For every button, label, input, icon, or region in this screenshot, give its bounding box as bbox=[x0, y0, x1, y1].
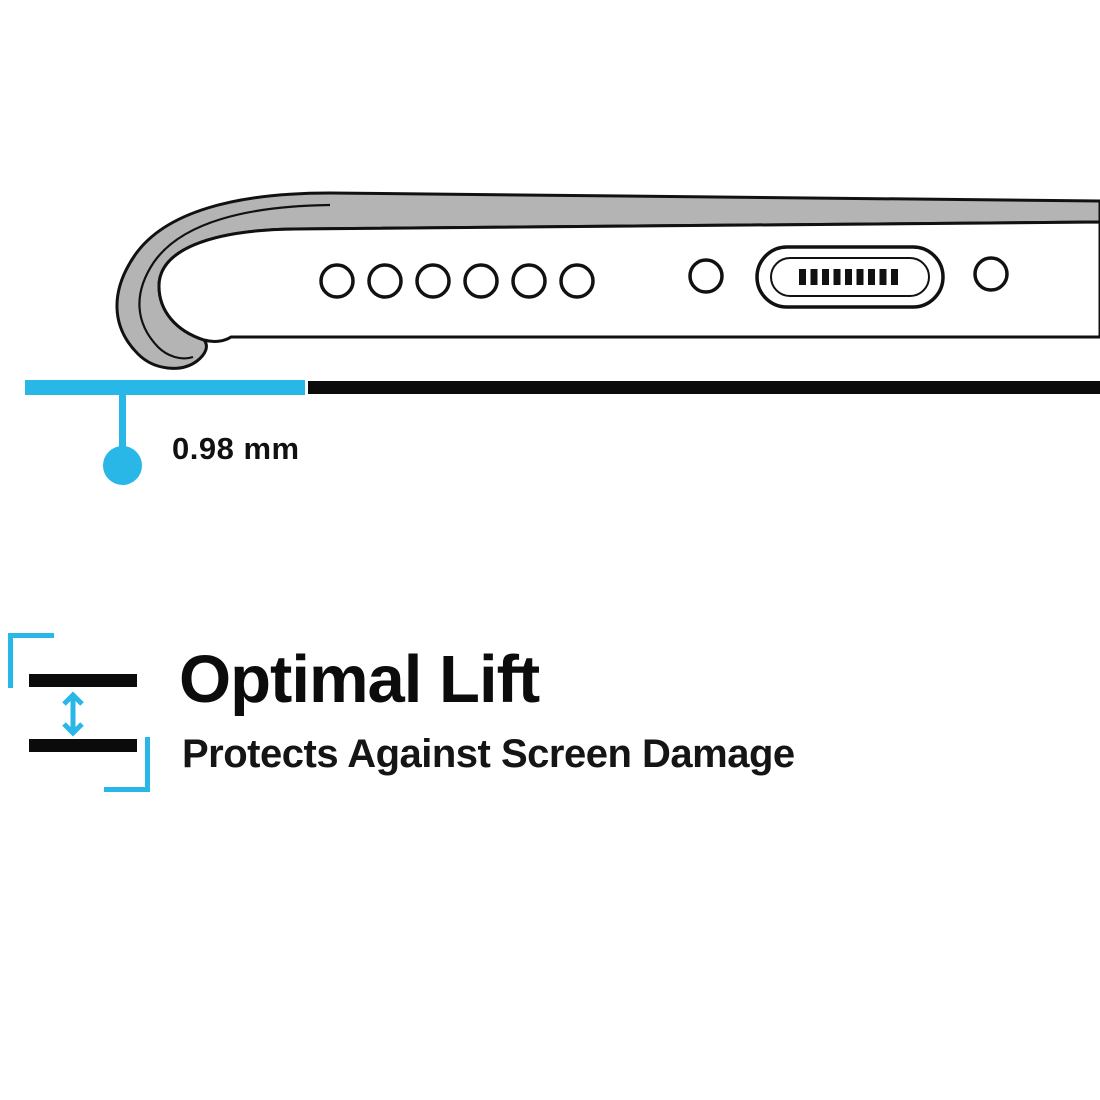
case-inner-edge-line bbox=[138, 203, 331, 360]
lift-gap-highlight-bar bbox=[25, 380, 305, 395]
measurement-pointer-dot bbox=[103, 446, 142, 485]
screen-line-top bbox=[29, 674, 137, 687]
speaker-holes bbox=[319, 263, 595, 299]
speaker-hole-icon bbox=[319, 263, 355, 299]
measurement-pointer-line bbox=[119, 394, 126, 451]
phone-bottom-illustration bbox=[115, 191, 1100, 370]
speaker-hole-icon bbox=[463, 263, 499, 299]
port-inner-pill bbox=[770, 257, 930, 297]
charging-port-icon bbox=[755, 245, 945, 309]
double-arrow-icon bbox=[57, 691, 89, 737]
bracket-top-left-icon bbox=[8, 633, 54, 688]
speaker-hole-icon bbox=[367, 263, 403, 299]
phone-body bbox=[157, 220, 1100, 343]
screen-line-bottom bbox=[29, 739, 137, 752]
speaker-hole-icon bbox=[415, 263, 451, 299]
surface-line bbox=[308, 381, 1100, 394]
microphone-hole-icon bbox=[688, 258, 724, 294]
measurement-label: 0.98 mm bbox=[172, 431, 300, 466]
feature-subtitle: Protects Against Screen Damage bbox=[182, 732, 795, 776]
bracket-bottom-right-icon bbox=[104, 737, 150, 792]
speaker-hole-icon bbox=[559, 263, 595, 299]
screw-hole-icon bbox=[973, 256, 1009, 292]
feature-title: Optimal Lift bbox=[179, 642, 540, 717]
speaker-hole-icon bbox=[511, 263, 547, 299]
